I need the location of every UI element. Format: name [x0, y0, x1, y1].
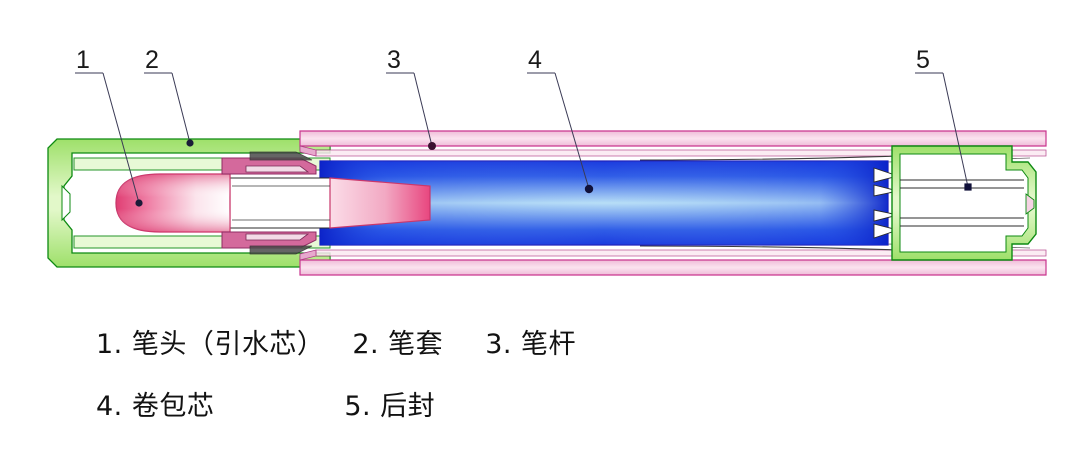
rear-seal-end-notch: [1025, 193, 1035, 215]
callout-2: 2: [144, 46, 194, 147]
callout-3: 3: [386, 46, 436, 150]
callout-label-3: 3: [387, 46, 401, 74]
callout-label-5: 5: [916, 46, 930, 74]
legend-item-2: 2. 笔套: [352, 329, 444, 360]
callout-1: 1: [75, 46, 143, 207]
barrel-wall-top: [299, 130, 1047, 147]
legend-row-2: 4. 卷包芯 5. 后封: [0, 384, 1080, 446]
callout-4: 4: [527, 46, 594, 194]
part-pen-tip: [115, 151, 431, 255]
tip-ferrule-inner-top: [245, 165, 310, 173]
legend-item-3: 3. 笔杆: [485, 329, 577, 360]
barrel-wall-bottom: [299, 259, 1047, 276]
callout-label-2: 2: [145, 46, 159, 74]
part-barrel: [299, 130, 1047, 276]
legend-item-4: 4. 卷包芯: [96, 391, 215, 422]
callout-leaders: 1 2 3 4: [75, 46, 972, 207]
legend-row-1: 1. 笔头（引水芯） 2. 笔套 3. 笔杆: [0, 322, 1080, 384]
barrel-mouth-top: [299, 145, 317, 157]
legend-item-5: 5. 后封: [344, 391, 436, 422]
tip-nib-shading: [116, 174, 230, 232]
tip-ferrule-inner-bottom: [245, 233, 310, 241]
legend: 1. 笔头（引水芯） 2. 笔套 3. 笔杆 4. 卷包芯 5. 后封: [0, 322, 1080, 446]
callout-label-4: 4: [528, 46, 542, 74]
barrel-mouth-bottom: [299, 249, 317, 261]
tip-retainer-top: [249, 151, 313, 161]
callout-label-1: 1: [76, 46, 90, 74]
callout-5: 5: [915, 46, 972, 191]
legend-item-1: 1. 笔头（引水芯）: [96, 329, 325, 360]
tip-retainer-bottom: [249, 245, 313, 255]
ink-core-sawtooth: [873, 167, 900, 239]
